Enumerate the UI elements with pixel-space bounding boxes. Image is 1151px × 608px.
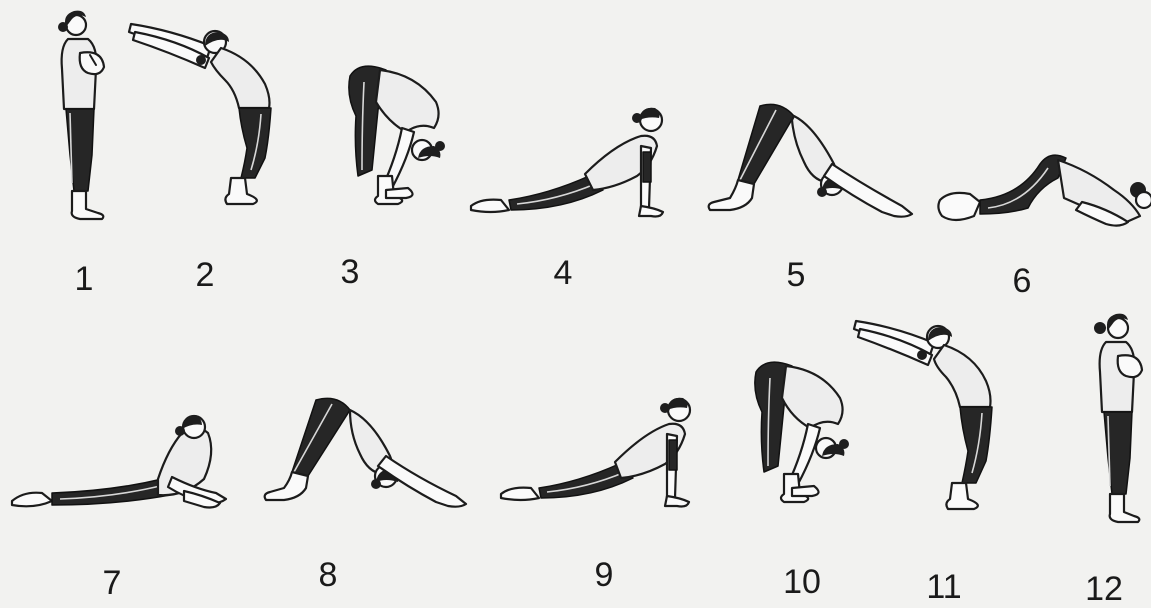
pose-number-11: 11 [926, 570, 961, 604]
pose-number-5: 5 [787, 258, 806, 292]
pose-number-9: 9 [595, 558, 614, 592]
pose-figure-7 [8, 405, 233, 515]
pose-number-8: 8 [319, 558, 338, 592]
pose-number-3: 3 [341, 255, 360, 289]
pose-figure-8 [260, 396, 472, 514]
pose-figure-1 [40, 5, 130, 230]
pose-figure-6 [932, 150, 1150, 230]
pose-number-2: 2 [196, 258, 215, 292]
pose-figure-4 [465, 98, 680, 226]
pose-figure-5 [700, 100, 915, 222]
pose-figure-2 [125, 18, 280, 218]
pose-figure-3 [340, 62, 455, 222]
pose-number-6: 6 [1013, 264, 1032, 298]
pose-number-10: 10 [783, 565, 821, 599]
pose-figure-12 [1082, 308, 1148, 530]
pose-figure-11 [850, 315, 1000, 525]
pose-figure-9 [495, 388, 707, 514]
pose-number-4: 4 [554, 256, 573, 290]
pose-figure-10 [748, 358, 858, 518]
pose-number-7: 7 [103, 566, 122, 600]
pose-number-12: 12 [1085, 572, 1123, 606]
pose-number-1: 1 [75, 262, 94, 296]
